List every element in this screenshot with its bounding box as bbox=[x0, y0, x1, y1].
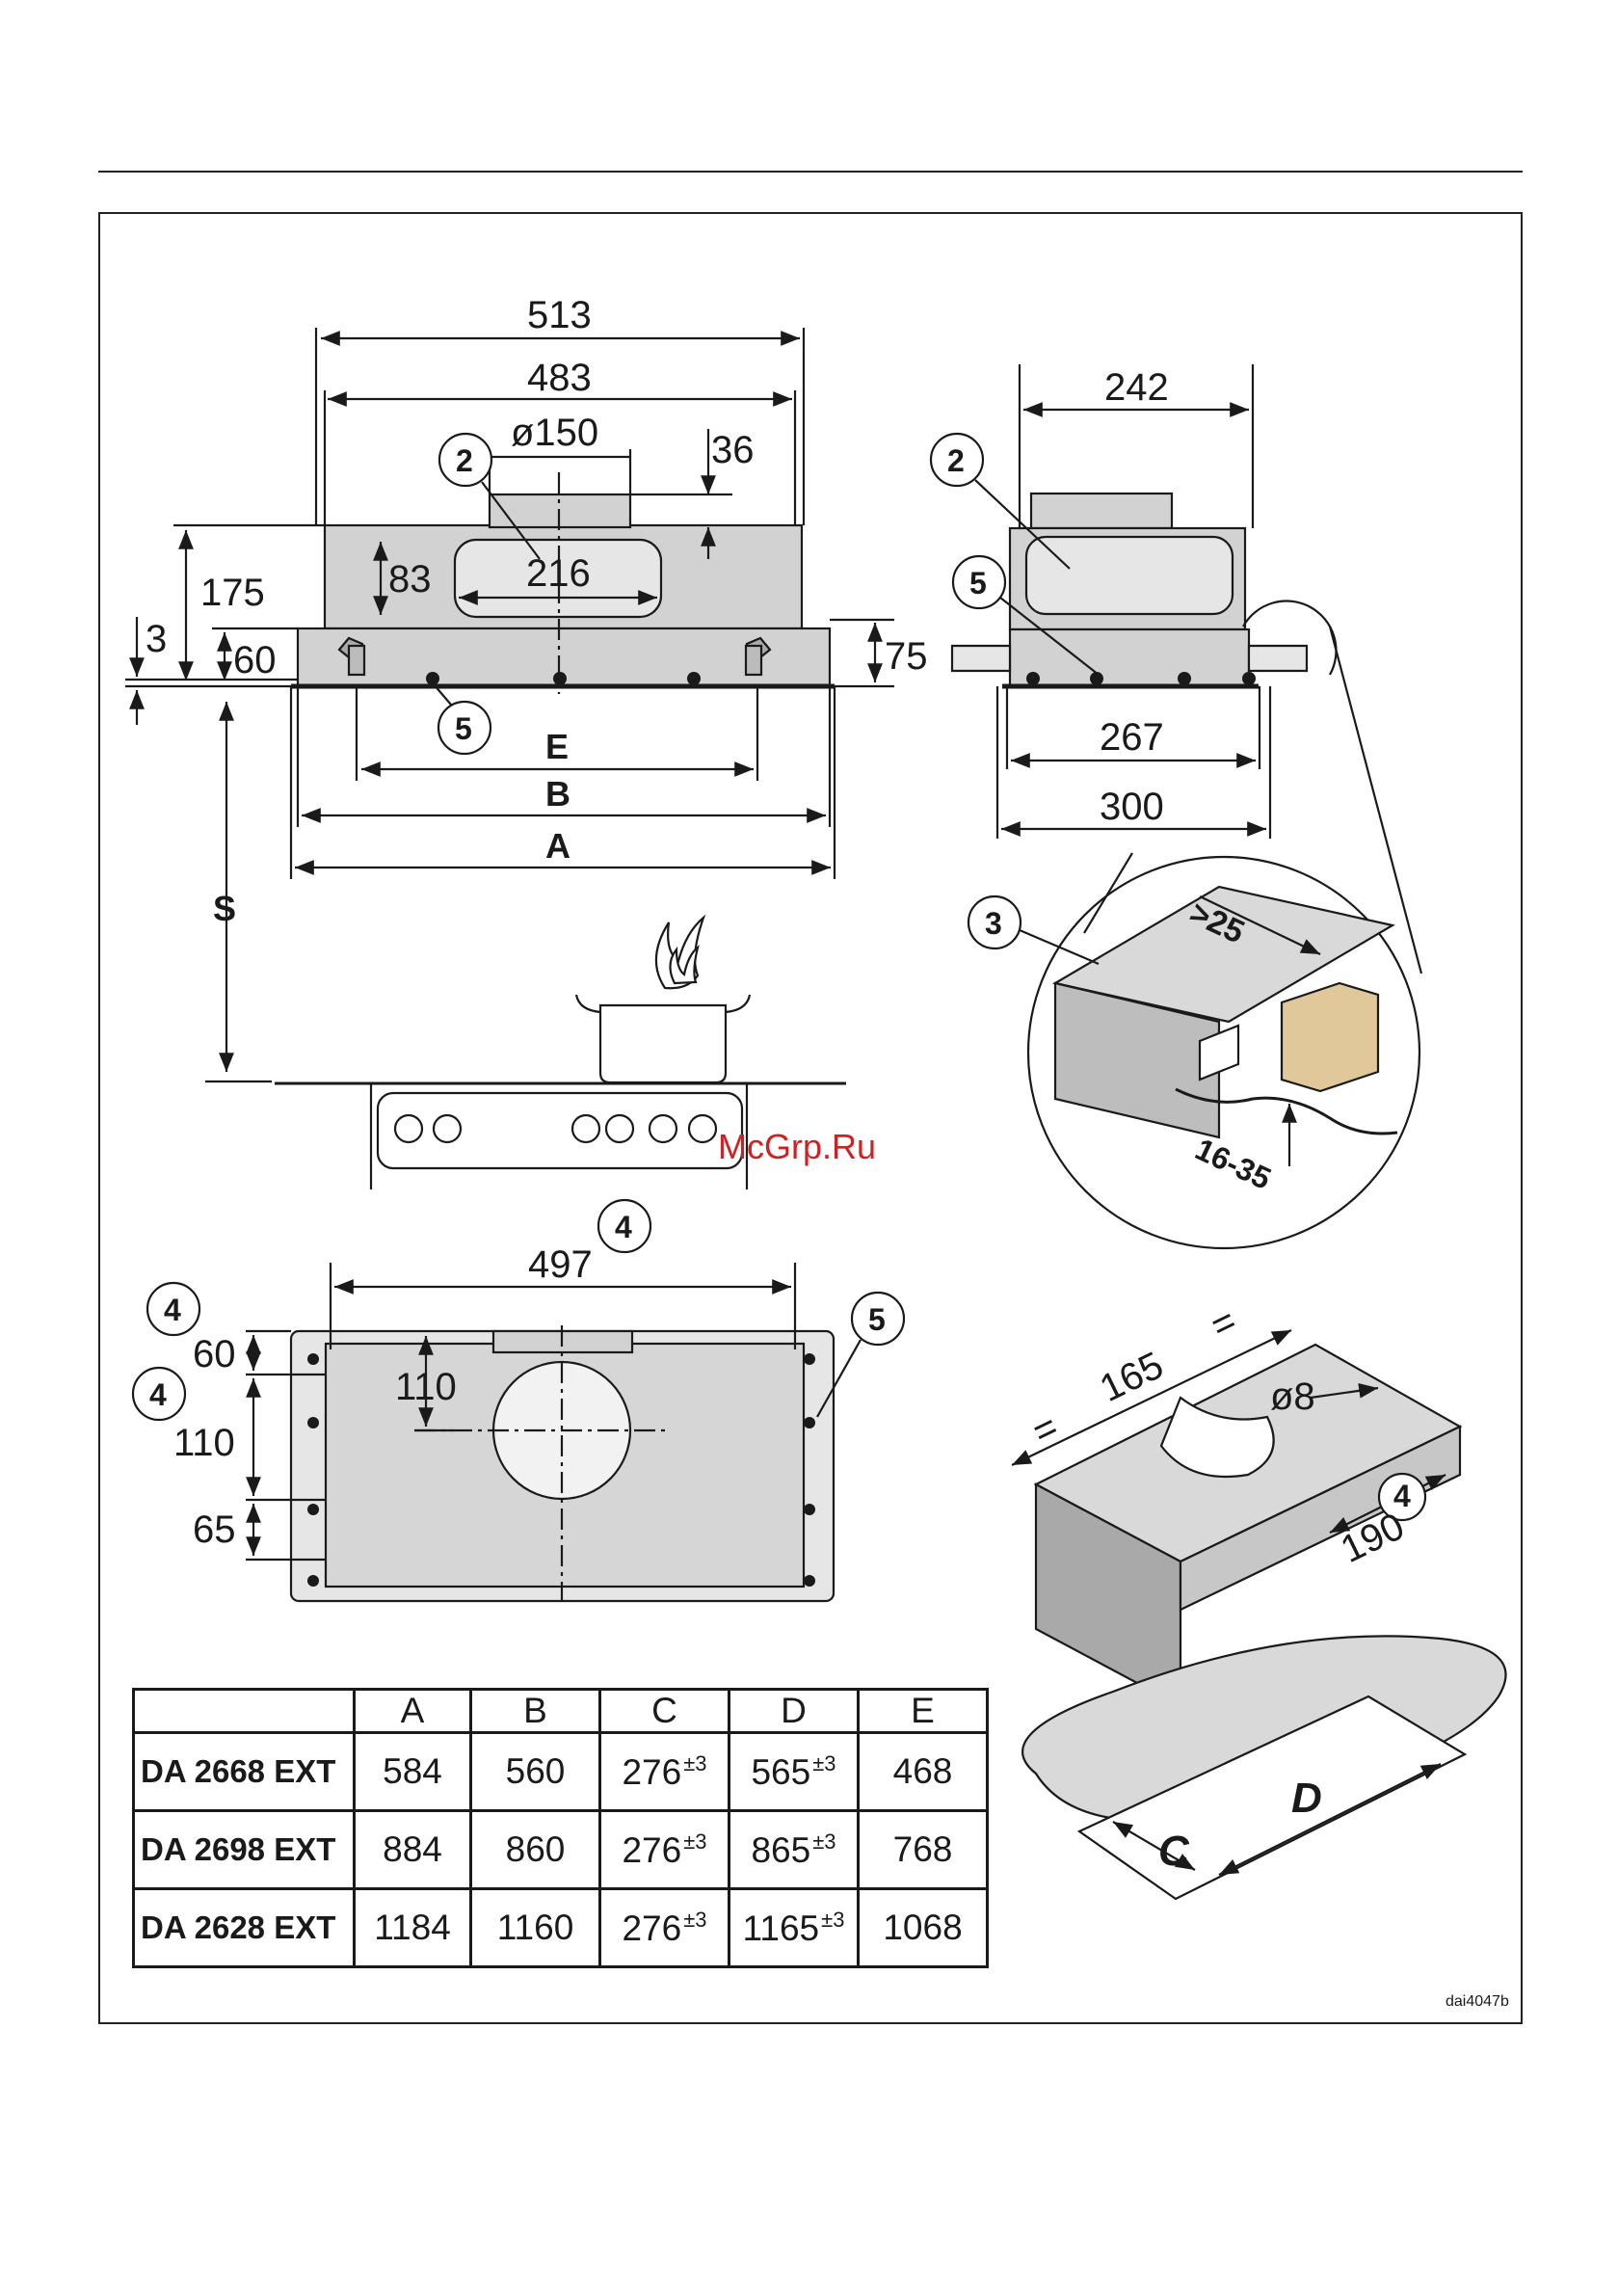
callout-left-mid: 4 bbox=[149, 1377, 167, 1412]
dim-outlet-diameter: ø150 bbox=[511, 412, 598, 454]
tolerance-c: ±3 bbox=[683, 1751, 706, 1775]
model-name: DA 2628 EXT bbox=[134, 1889, 355, 1967]
cell-a: 884 bbox=[355, 1811, 471, 1889]
dim-bottom-offset: 65 bbox=[193, 1508, 236, 1551]
dim-hole-diameter: ø8 bbox=[1270, 1375, 1315, 1418]
callout-screw-side: 5 bbox=[969, 566, 987, 601]
cutout-letter-d: D bbox=[1291, 1775, 1322, 1822]
cell-b: 860 bbox=[471, 1811, 600, 1889]
dim-top-depth: 242 bbox=[1104, 366, 1169, 409]
table-header-b: B bbox=[471, 1690, 600, 1733]
cell-c: 276±3 bbox=[600, 1889, 729, 1967]
cooking-pot bbox=[600, 1005, 726, 1082]
dim-equal-right: = bbox=[1205, 1299, 1243, 1348]
cell-c: 276±3 bbox=[600, 1811, 729, 1889]
cell-d: 865±3 bbox=[729, 1811, 859, 1889]
dim-thickness: 16-35 bbox=[1190, 1132, 1276, 1196]
dim-letter-a: A bbox=[545, 826, 570, 866]
cell-e: 768 bbox=[859, 1811, 988, 1889]
table-header-e: E bbox=[859, 1690, 988, 1733]
callout-depth: 4 bbox=[1393, 1479, 1411, 1513]
cell-c: 276±3 bbox=[600, 1733, 729, 1811]
table-header-d: D bbox=[729, 1690, 859, 1733]
model-name: DA 2698 EXT bbox=[134, 1811, 355, 1889]
dim-frame-height: 60 bbox=[233, 639, 277, 681]
tolerance-d: ±3 bbox=[812, 1751, 836, 1775]
callout-bracket: 3 bbox=[985, 906, 1002, 941]
dim-middle-spacing: 110 bbox=[173, 1422, 235, 1464]
tolerance-c: ±3 bbox=[683, 1829, 706, 1854]
cutout-view bbox=[1022, 1636, 1505, 1899]
callout-duct-side: 2 bbox=[947, 443, 965, 478]
dim-letter-b: B bbox=[545, 774, 570, 814]
callout-duct: 2 bbox=[456, 443, 473, 478]
tolerance-d: ±3 bbox=[812, 1829, 836, 1854]
table-row: DA 2668 EXT 584 560 276±3 565±3 468 bbox=[134, 1733, 988, 1811]
value-d: 565 bbox=[751, 1752, 810, 1792]
cell-a: 1184 bbox=[355, 1889, 471, 1967]
dim-inner-depth: 267 bbox=[1100, 716, 1164, 759]
model-dimension-table: A B C D E DA 2668 EXT 584 560 276±3 565±… bbox=[132, 1688, 989, 1968]
cell-d: 565±3 bbox=[729, 1733, 859, 1811]
dim-outlet-width: 216 bbox=[526, 552, 591, 595]
table-row: DA 2698 EXT 884 860 276±3 865±3 768 bbox=[134, 1811, 988, 1889]
table-header-corner bbox=[134, 1690, 355, 1733]
control-knobs bbox=[395, 1115, 716, 1142]
dim-template-width: 165 bbox=[1094, 1344, 1170, 1410]
value-d: 865 bbox=[751, 1830, 810, 1870]
side-view bbox=[931, 364, 1421, 974]
dim-letter-e: E bbox=[545, 727, 569, 766]
table-row: DA 2628 EXT 1184 1160 276±3 1165±3 1068 bbox=[134, 1889, 988, 1967]
table-header-row: A B C D E bbox=[134, 1690, 988, 1733]
dim-top-width: 497 bbox=[528, 1243, 593, 1286]
table-header-c: C bbox=[600, 1690, 729, 1733]
front-view bbox=[125, 328, 894, 1081]
cell-b: 560 bbox=[471, 1733, 600, 1811]
dim-total-height: 175 bbox=[200, 572, 265, 614]
cell-a: 584 bbox=[355, 1733, 471, 1811]
tolerance-d: ±3 bbox=[821, 1908, 844, 1932]
table-header-a: A bbox=[355, 1690, 471, 1733]
value-c: 276 bbox=[622, 1830, 681, 1870]
top-view bbox=[133, 1200, 904, 1601]
dim-letter-s: S bbox=[213, 889, 236, 928]
callout-left-top: 4 bbox=[164, 1293, 181, 1327]
callout-right: 5 bbox=[868, 1302, 886, 1337]
model-name: DA 2668 EXT bbox=[134, 1733, 355, 1811]
dim-top-offset: 60 bbox=[193, 1333, 236, 1375]
dim-inner-width: 483 bbox=[527, 357, 592, 399]
dim-outlet-height: 36 bbox=[711, 429, 755, 471]
dim-lower-height: 75 bbox=[885, 635, 928, 678]
dim-overall-width: 513 bbox=[527, 294, 592, 336]
dim-outlet-opening-height: 83 bbox=[388, 558, 432, 601]
watermark: McGrp.Ru bbox=[718, 1127, 876, 1166]
callout-top: 4 bbox=[615, 1210, 632, 1244]
dim-outlet-offset: 110 bbox=[395, 1366, 457, 1408]
value-c: 276 bbox=[622, 1909, 681, 1948]
dim-outer-depth: 300 bbox=[1100, 786, 1164, 828]
dim-equal-left: = bbox=[1026, 1405, 1065, 1454]
cell-d: 1165±3 bbox=[729, 1889, 859, 1967]
figure-reference-code: dai4047b bbox=[1446, 1993, 1509, 2011]
cutout-letter-c: C bbox=[1158, 1828, 1190, 1875]
value-d: 1165 bbox=[743, 1909, 820, 1948]
callout-screw: 5 bbox=[455, 711, 472, 746]
value-c: 276 bbox=[622, 1752, 681, 1792]
cell-e: 1068 bbox=[859, 1889, 988, 1967]
dim-edge-gap: 3 bbox=[146, 618, 167, 660]
cell-b: 1160 bbox=[471, 1889, 600, 1967]
tolerance-c: ±3 bbox=[683, 1908, 706, 1932]
cell-e: 468 bbox=[859, 1733, 988, 1811]
